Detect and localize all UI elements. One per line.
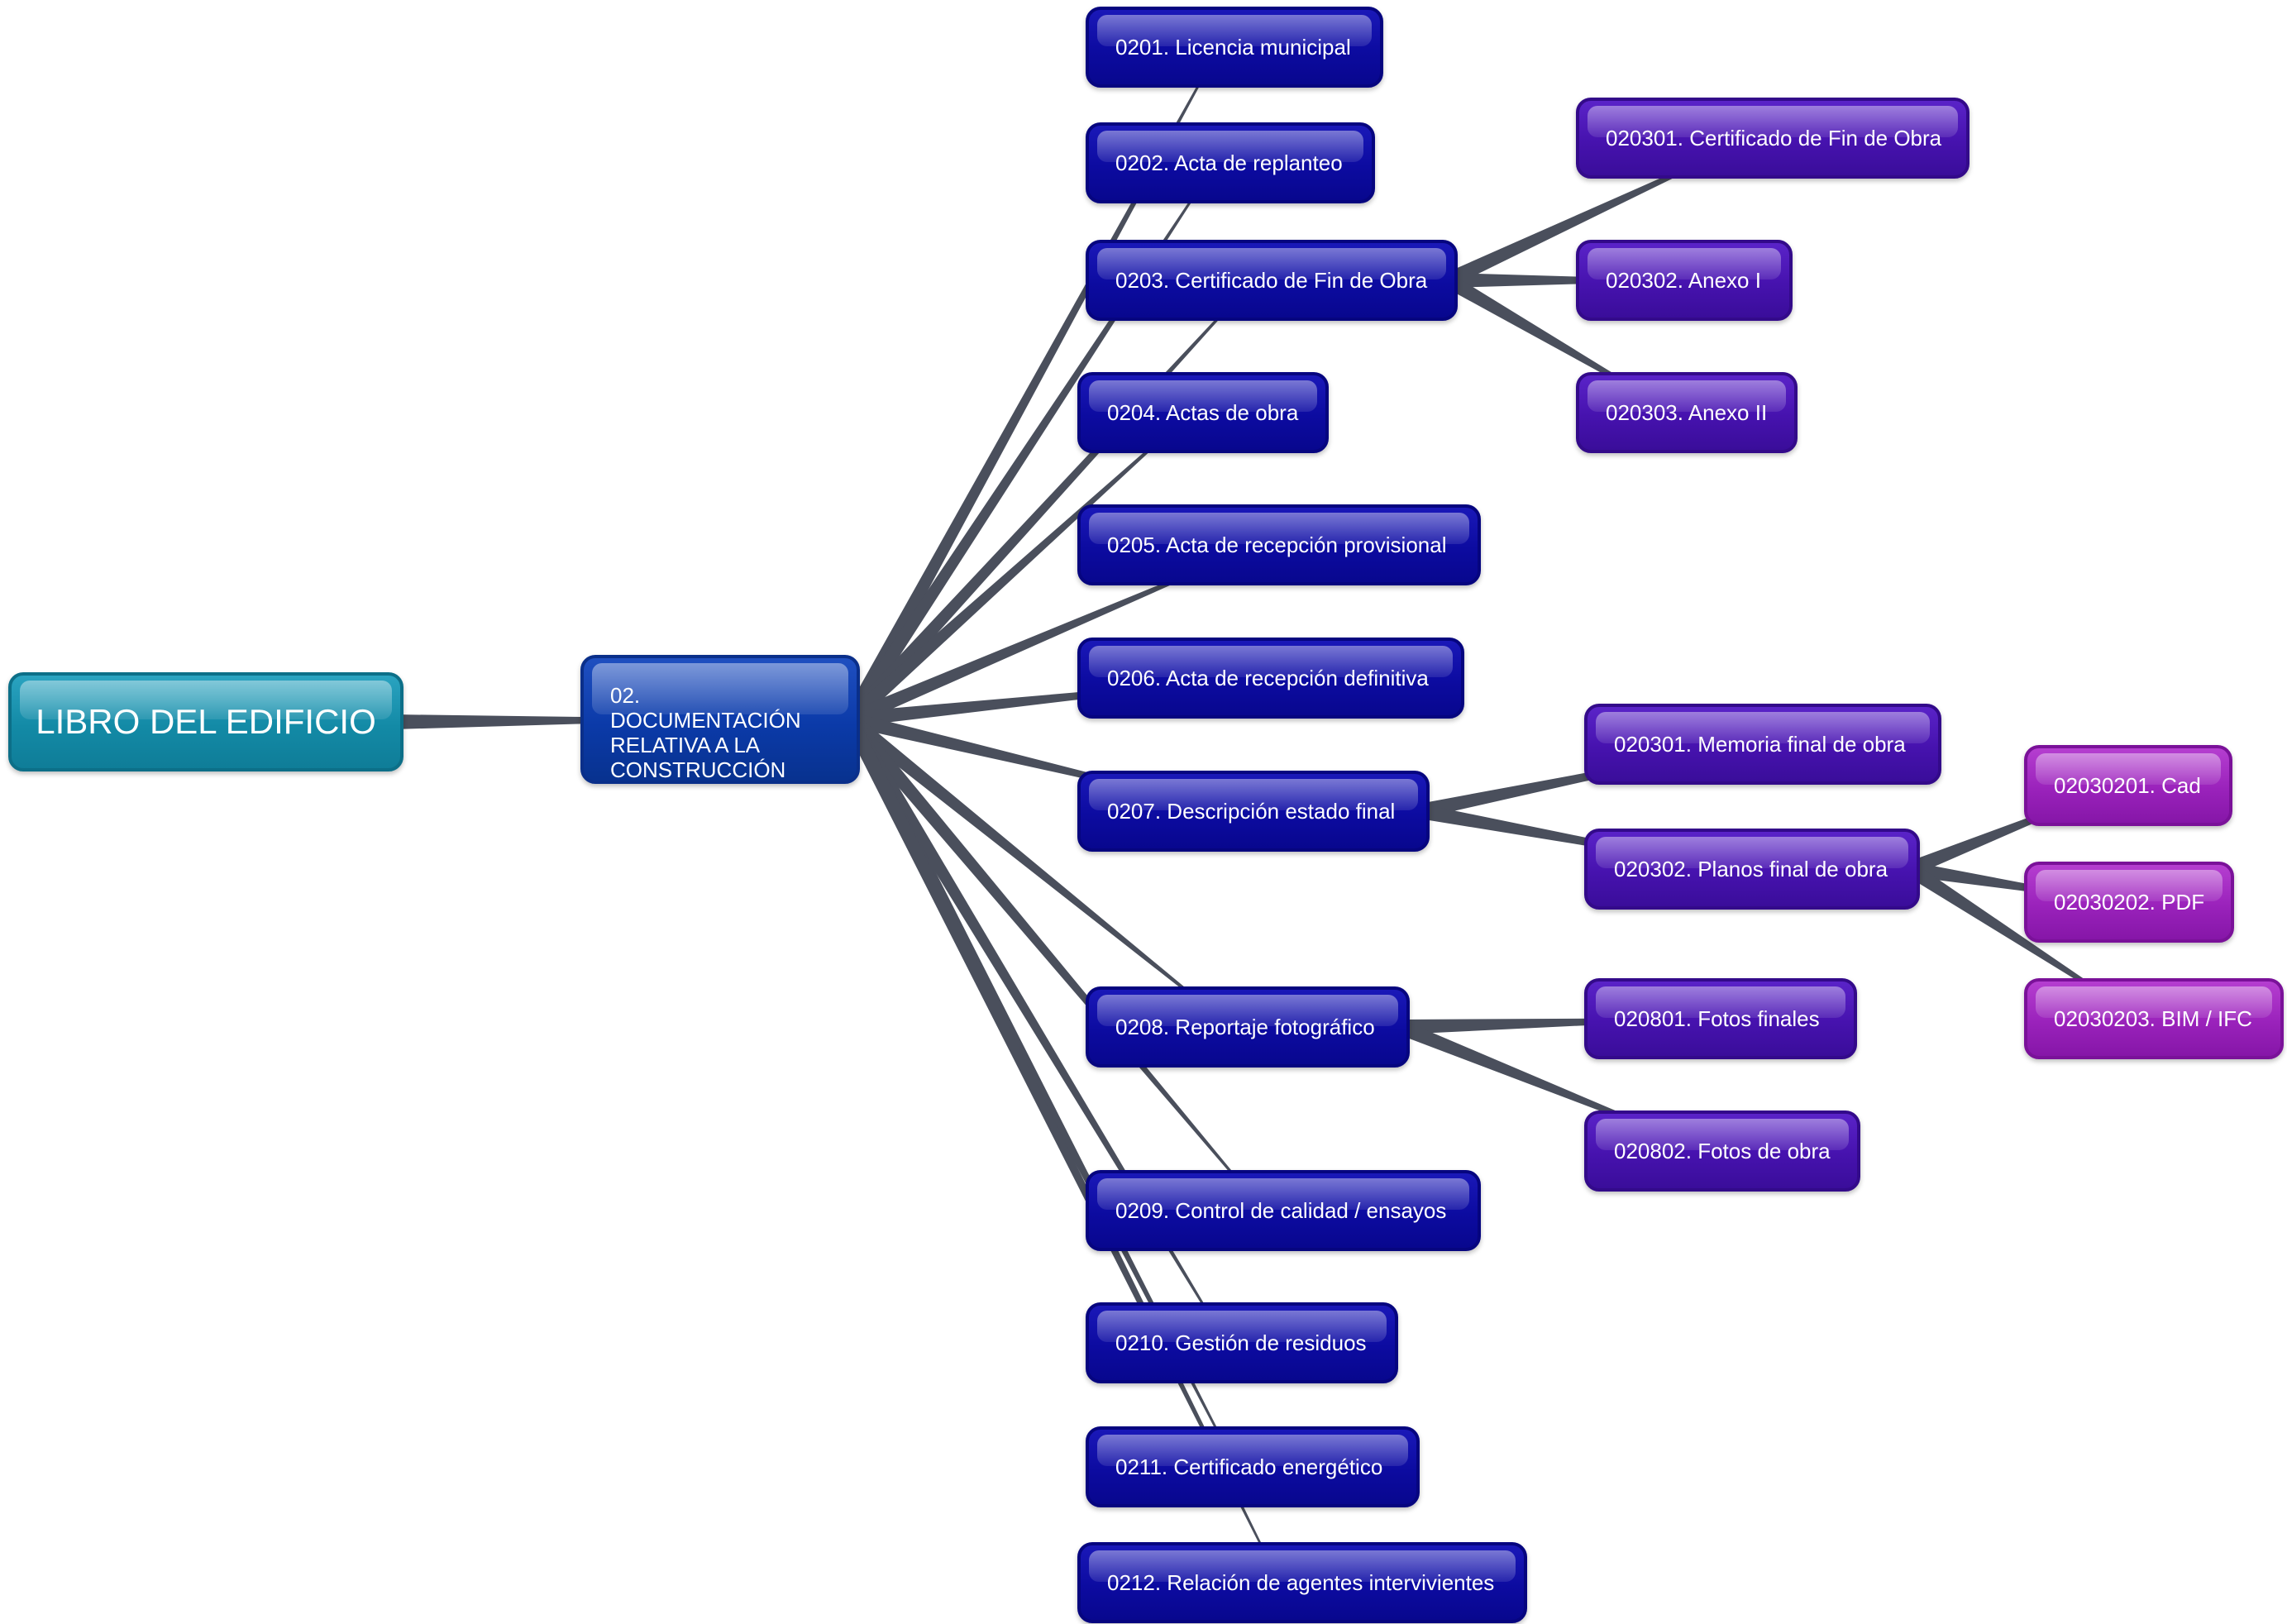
node-020301[interactable]: 020301. Certificado de Fin de Obra <box>1576 98 1969 179</box>
node-02030202-label: 02030202. PDF <box>2054 890 2205 915</box>
node-020801-label: 020801. Fotos finales <box>1614 1006 1820 1031</box>
node-02030202[interactable]: 02030202. PDF <box>2024 862 2234 943</box>
node-0209-label: 0209. Control de calidad / ensayos <box>1115 1198 1447 1223</box>
root-node[interactable]: LIBRO DEL EDIFICIO <box>8 672 403 771</box>
node-020301-label: 020301. Certificado de Fin de Obra <box>1606 126 1942 150</box>
node-0209[interactable]: 0209. Control de calidad / ensayos <box>1086 1170 1481 1251</box>
node-0208-label: 0208. Reportaje fotográfico <box>1115 1015 1375 1039</box>
node-0202[interactable]: 0202. Acta de replanteo <box>1086 122 1375 203</box>
node-planos-final[interactable]: 020302. Planos final de obra <box>1584 829 1920 910</box>
node-0210-label: 0210. Gestión de residuos <box>1115 1330 1367 1355</box>
node-0204[interactable]: 0204. Actas de obra <box>1077 372 1329 453</box>
node-0210[interactable]: 0210. Gestión de residuos <box>1086 1302 1398 1383</box>
root-node-label: LIBRO DEL EDIFICIO <box>36 702 376 741</box>
node-0211[interactable]: 0211. Certificado energético <box>1086 1426 1420 1507</box>
node-020302-label: 020302. Anexo I <box>1606 268 1761 293</box>
node-0201-label: 0201. Licencia municipal <box>1115 35 1351 60</box>
node-0207[interactable]: 0207. Descripción estado final <box>1077 771 1430 852</box>
node-0212-label: 0212. Relación de agentes intervivientes <box>1107 1570 1495 1595</box>
connector-hub-0201 <box>843 46 1220 724</box>
node-020801[interactable]: 020801. Fotos finales <box>1584 978 1857 1059</box>
connector-0203-020302 <box>1448 273 1673 288</box>
node-02030201[interactable]: 02030201. Cad <box>2024 745 2232 826</box>
node-0211-label: 0211. Certificado energético <box>1115 1454 1383 1479</box>
node-0205[interactable]: 0205. Acta de recepción provisional <box>1077 504 1481 585</box>
node-0207-label: 0207. Descripción estado final <box>1107 799 1396 824</box>
hub-node-documentacion[interactable]: 02. DOCUMENTACIÓN RELATIVA A LA CONSTRUC… <box>580 655 860 784</box>
node-020802-label: 020802. Fotos de obra <box>1614 1139 1831 1163</box>
node-0212[interactable]: 0212. Relación de agentes intervivientes <box>1077 1542 1527 1623</box>
node-0203-label: 0203. Certificado de Fin de Obra <box>1115 268 1428 293</box>
node-0206[interactable]: 0206. Acta de recepción definitiva <box>1077 638 1464 719</box>
node-0204-label: 0204. Actas de obra <box>1107 400 1299 425</box>
node-02030201-label: 02030201. Cad <box>2054 773 2201 798</box>
hub-node-label: 02. DOCUMENTACIÓN RELATIVA A LA CONSTRUC… <box>610 683 801 782</box>
connector-hub-0208 <box>845 714 1232 1028</box>
node-020303[interactable]: 020303. Anexo II <box>1576 372 1798 453</box>
node-020802[interactable]: 020802. Fotos de obra <box>1584 1111 1860 1192</box>
node-memoria-final-label: 020301. Memoria final de obra <box>1614 732 1906 757</box>
connector-hub-0205 <box>847 544 1259 727</box>
node-0201[interactable]: 0201. Licencia municipal <box>1086 7 1383 88</box>
node-0203[interactable]: 0203. Certificado de Fin de Obra <box>1086 240 1458 321</box>
node-planos-final-label: 020302. Planos final de obra <box>1614 857 1888 881</box>
node-0202-label: 0202. Acta de replanteo <box>1115 150 1343 175</box>
node-memoria-final[interactable]: 020301. Memoria final de obra <box>1584 704 1941 785</box>
node-0205-label: 0205. Acta de recepción provisional <box>1107 533 1447 557</box>
node-020303-label: 020303. Anexo II <box>1606 400 1768 425</box>
connector-hub-0204 <box>845 412 1191 725</box>
node-0208[interactable]: 0208. Reportaje fotográfico <box>1086 986 1410 1068</box>
node-020302[interactable]: 020302. Anexo I <box>1576 240 1793 321</box>
node-02030203[interactable]: 02030203. BIM / IFC <box>2024 978 2284 1059</box>
node-02030203-label: 02030203. BIM / IFC <box>2054 1006 2252 1031</box>
node-0206-label: 0206. Acta de recepción definitiva <box>1107 666 1429 690</box>
connector-hub-0209 <box>844 714 1264 1211</box>
